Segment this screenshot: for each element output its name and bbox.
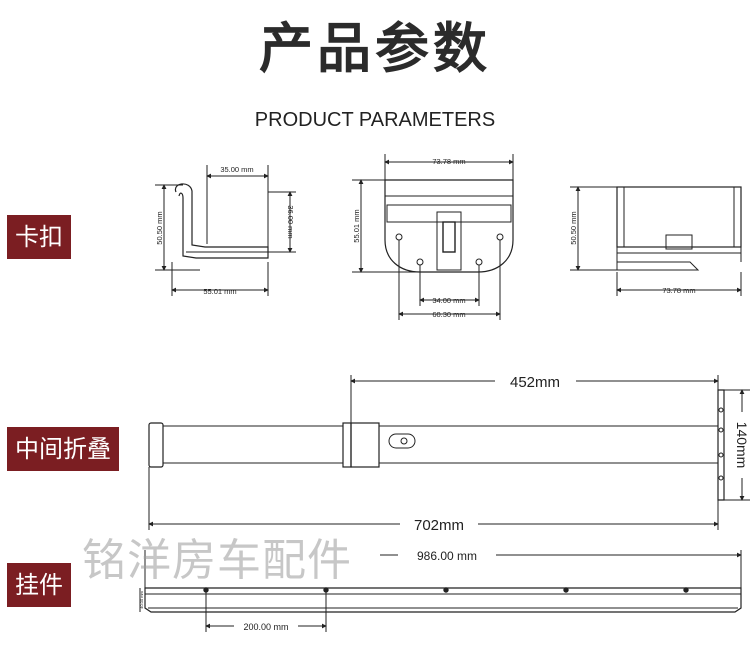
clip-top-view bbox=[570, 186, 742, 296]
middle-fold-bar bbox=[148, 375, 750, 530]
section-label-clip: 卡扣 bbox=[7, 215, 71, 259]
dim-fold-height: 140mm bbox=[734, 422, 750, 469]
dim-clip-v1-bottom: 55.01 mm bbox=[203, 287, 236, 296]
clip-front-view bbox=[352, 154, 514, 320]
dim-clip-v1-top: 35.00 mm bbox=[220, 165, 253, 174]
section-label-middle-fold: 中间折叠 bbox=[7, 427, 119, 471]
dim-hanger-height: 40.00 mm bbox=[139, 590, 144, 608]
dim-fold-top: 452mm bbox=[510, 374, 560, 391]
dim-clip-v2-top: 73.78 mm bbox=[432, 157, 465, 166]
watermark: 铭洋房车配件 bbox=[82, 535, 352, 586]
clip-side-view bbox=[155, 165, 296, 296]
dim-clip-v3-bottom: 73.78 mm bbox=[662, 286, 695, 295]
dim-clip-v3-left: 50.50 mm bbox=[569, 211, 578, 244]
dim-clip-v1-right: 36.00 mm bbox=[286, 205, 295, 238]
section-label-hanger: 挂件 bbox=[7, 563, 71, 607]
dim-hanger-spacing: 200.00 mm bbox=[243, 622, 288, 632]
dim-clip-v2-outer: 60.30 mm bbox=[432, 310, 465, 319]
dim-clip-v1-left: 50.50 mm bbox=[155, 211, 164, 244]
dim-clip-v2-left: 55.01 mm bbox=[352, 209, 361, 242]
page-subtitle: PRODUCT PARAMETERS bbox=[254, 109, 496, 131]
dim-clip-v2-inner: 34.00 mm bbox=[432, 296, 465, 305]
dim-fold-bottom: 702mm bbox=[414, 517, 464, 534]
page-title: 产品参数 bbox=[259, 17, 491, 80]
dim-hanger-length: 986.00 mm bbox=[417, 549, 477, 563]
hanger-bar bbox=[139, 550, 742, 632]
